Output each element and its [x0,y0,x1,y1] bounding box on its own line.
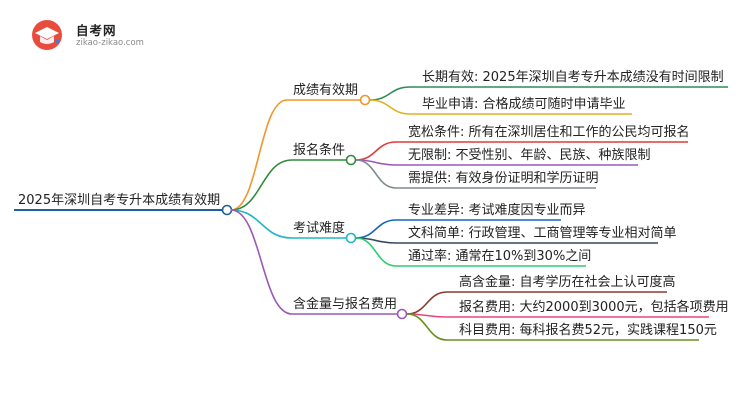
leaf-label: 通过率: 通常在10%到30%之间 [408,248,591,264]
leaf-connector [369,86,411,101]
branch-label: 成绩有效期 [293,83,358,98]
leaf-connector [355,219,397,239]
leaf-connector [406,313,448,341]
leaf-label: 毕业申请: 合格成绩可随时申请毕业 [422,96,626,112]
leaf-label: 长期有效: 2025年深圳自考专升本成绩没有时间限制 [422,70,724,85]
leaf-label: 宽松条件: 所有在深圳居住和工作的公民均可报名 [408,124,690,140]
root-node [221,204,233,216]
leaf-connector [369,99,411,115]
leaf-connector [355,159,397,189]
site-url: zikao-zikao.com [76,38,144,48]
branch-connector [230,209,293,239]
branch-label: 报名条件 [293,142,345,158]
site-name: 自考网 [76,23,117,38]
leaf-label: 专业差异: 考试难度因专业而异 [408,202,586,218]
leaf-label: 高含金量: 自考学历在社会上认可度高 [459,274,676,290]
branch-node [345,232,357,244]
branch-connector [230,159,293,211]
leaf-label: 需提供: 有效身份证明和学历证明 [408,170,599,186]
leaf-label: 文科简单: 行政管理、工商管理等专业相对简单 [408,225,677,241]
branch-node [345,154,357,166]
root-label: 2025年深圳自考专升本成绩有效期 [18,193,220,208]
branch-label: 考试难度 [293,220,345,236]
branch-connector [230,209,293,315]
branch-label: 含金量与报名费用 [293,296,397,312]
branch-node [359,94,371,106]
leaf-connector [355,141,397,161]
branch-node [396,308,408,320]
branch-connector [230,99,288,211]
leaf-label: 报名费用: 大约2000到3000元，包括各项费用 [459,299,729,315]
leaf-connector [355,237,397,267]
site-logo[interactable]: 自考网 zikao-zikao.com [30,18,170,52]
leaf-label: 无限制: 不受性别、年龄、民族、种族限制 [408,147,651,163]
leaf-connector [406,291,448,315]
graduation-cap-icon [32,20,62,50]
leaf-label: 科目费用: 每科报名费52元，实践课程150元 [459,322,717,338]
